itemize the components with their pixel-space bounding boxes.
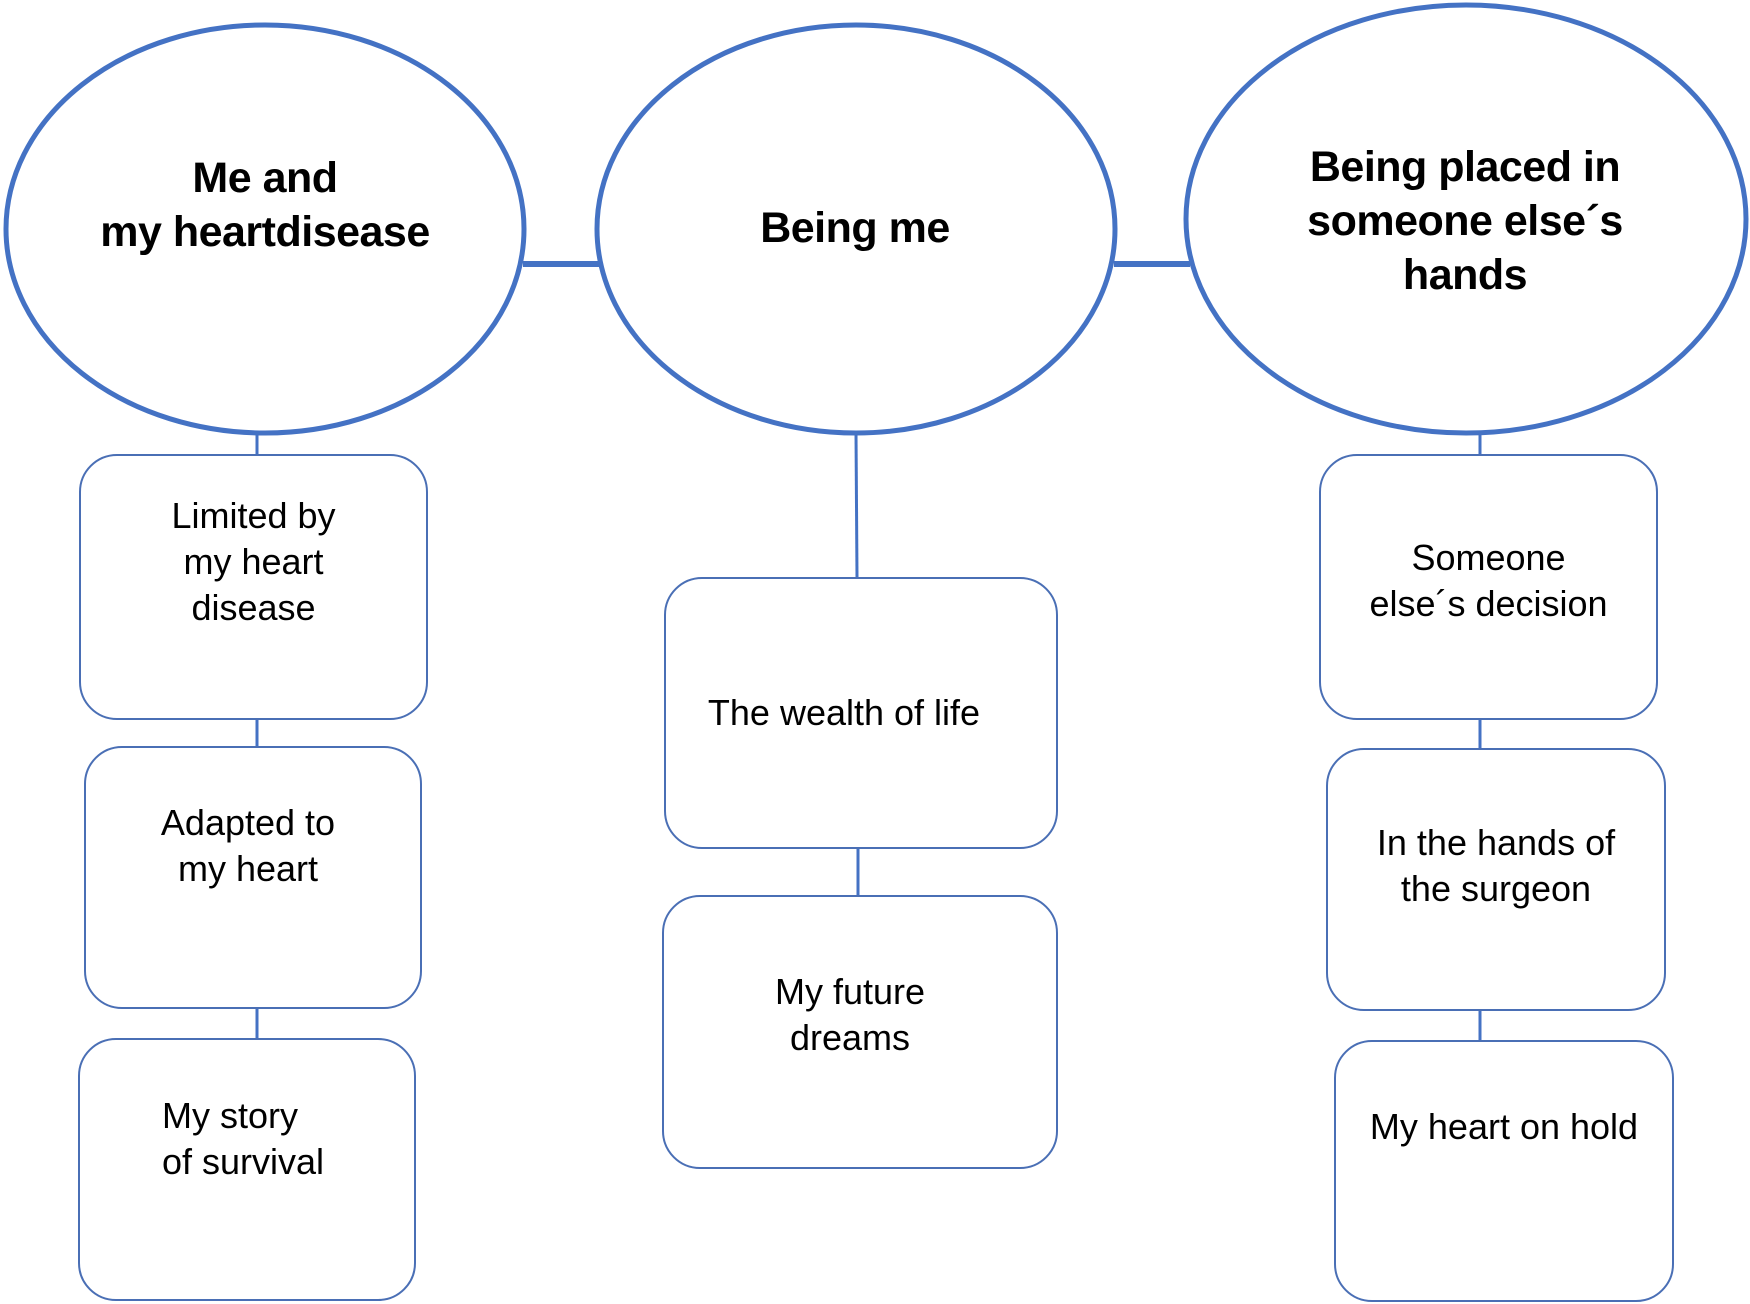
subtheme-box-my-future-dreams: My future dreams: [662, 895, 1058, 1169]
subtheme-box-my-heart-on-hold: My heart on hold: [1334, 1040, 1674, 1302]
theme-ellipse-1: [3, 22, 527, 436]
subtheme-label: In the hands of the surgeon: [1376, 821, 1616, 909]
subtheme-label: My story of survival: [161, 1094, 325, 1182]
subtheme-box-wealth-of-life: The wealth of life: [664, 577, 1058, 849]
subtheme-label: My future dreams: [774, 971, 926, 1058]
connector-theme2-sub1: [854, 432, 859, 578]
subtheme-box-limited-by-heart-disease: Limited by my heart disease: [79, 454, 428, 720]
theme-title-2: Being me: [760, 204, 950, 252]
subtheme-label: Someone else´s decision: [1369, 537, 1608, 624]
subtheme-label: My heart on hold: [1369, 1106, 1639, 1147]
subtheme-box-someone-elses-decision: Someone else´s decision: [1319, 454, 1658, 720]
theme-title-3: Being placed in someone else´s hands: [1307, 143, 1623, 299]
theme-ellipse-3: [1183, 2, 1749, 436]
subtheme-label: The wealth of life: [707, 692, 981, 733]
theme-title-1: Me and my heartdisease: [100, 154, 430, 256]
subtheme-box-my-story-of-survival: My story of survival: [78, 1038, 416, 1301]
theme-ellipse-2: [594, 22, 1118, 436]
subtheme-label: Limited by my heart disease: [171, 495, 336, 628]
subtheme-box-adapted-to-my-heart: Adapted to my heart: [84, 746, 422, 1009]
subtheme-label: Adapted to my heart: [160, 801, 336, 889]
subtheme-box-hands-of-surgeon: In the hands of the surgeon: [1326, 748, 1666, 1011]
